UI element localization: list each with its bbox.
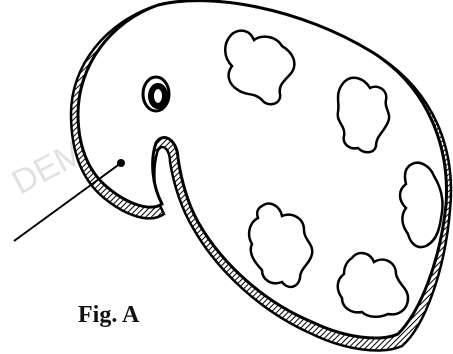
thumb-hole [143, 77, 169, 111]
palette-body [78, 1, 446, 338]
figure-caption: Fig. A [78, 302, 140, 328]
